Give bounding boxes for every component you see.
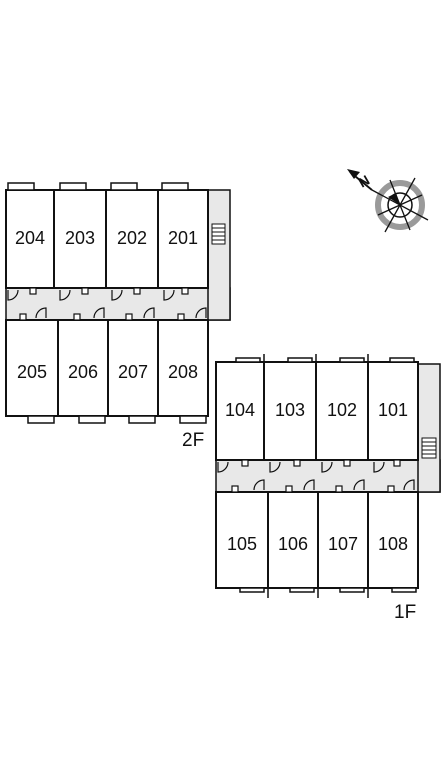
building-1f: 104 103 102 101 105 106 107 108 1F xyxy=(215,354,441,623)
partition-ticks-1f-bottom xyxy=(267,588,369,598)
balconies-2f-top xyxy=(7,182,189,191)
room-label-103: 103 xyxy=(275,400,305,420)
room-label-205: 205 xyxy=(17,362,47,382)
stair-landing-1f xyxy=(417,363,441,493)
unit-102 xyxy=(315,361,369,461)
room-label-204: 204 xyxy=(15,228,45,248)
unit-202 xyxy=(105,189,159,289)
partition-ticks-1f-top xyxy=(263,354,369,362)
unit-208 xyxy=(157,319,209,417)
room-label-208: 208 xyxy=(168,362,198,382)
corridor-2f xyxy=(5,287,231,321)
room-label-104: 104 xyxy=(225,400,255,420)
unit-108 xyxy=(367,491,419,589)
unit-104 xyxy=(215,361,265,461)
room-label-101: 101 xyxy=(378,400,408,420)
unit-105 xyxy=(215,491,269,589)
room-label-206: 206 xyxy=(68,362,98,382)
room-label-201: 201 xyxy=(168,228,198,248)
room-label-203: 203 xyxy=(65,228,95,248)
corridor-1f xyxy=(215,459,441,493)
floor-label-1f: 1F xyxy=(394,602,416,623)
stairs-2f-icon xyxy=(211,223,226,245)
compass-rose-icon: N xyxy=(347,169,429,233)
room-label-207: 207 xyxy=(118,362,148,382)
room-label-106: 106 xyxy=(278,534,308,554)
room-label-202: 202 xyxy=(117,228,147,248)
doors-2f-top xyxy=(7,287,189,301)
unit-101 xyxy=(367,361,419,461)
unit-103 xyxy=(263,361,317,461)
doors-1f-top xyxy=(217,459,401,473)
floor-label-2f: 2F xyxy=(182,430,204,451)
room-label-107: 107 xyxy=(328,534,358,554)
stair-landing-2f xyxy=(207,189,231,321)
balconies-1f-top xyxy=(235,357,415,363)
unit-205 xyxy=(5,319,59,417)
doors-1f-bottom xyxy=(231,479,415,493)
stairs-1f-icon xyxy=(421,437,437,459)
building-2f: 204 203 202 201 205 206 207 208 2F xyxy=(5,182,231,451)
unit-201 xyxy=(157,189,209,289)
balconies-1f-bottom xyxy=(239,587,417,593)
room-label-108: 108 xyxy=(378,534,408,554)
room-label-102: 102 xyxy=(327,400,357,420)
room-label-105: 105 xyxy=(227,534,257,554)
doors-2f-bottom xyxy=(19,307,207,321)
balconies-2f-bottom xyxy=(27,415,207,424)
